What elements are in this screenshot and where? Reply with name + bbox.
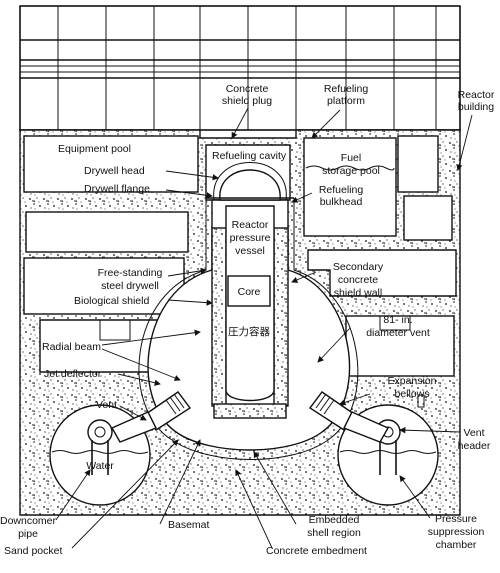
svg-text:Expansion: Expansion <box>387 375 436 387</box>
label-sand-pocket: Sand pocket <box>4 545 62 557</box>
roof-structure <box>19 5 461 131</box>
label-vent-header: Vent header <box>458 427 491 452</box>
label-secondary-shield-wall: Secondary concrete shield wall <box>333 261 384 299</box>
svg-text:Downcomer: Downcomer <box>0 515 57 527</box>
drywell-head <box>206 162 294 201</box>
label-pressure-suppression-chamber: Pressure suppression chamber <box>428 513 485 551</box>
svg-text:Embedded: Embedded <box>309 514 360 526</box>
pedestal <box>213 403 287 419</box>
label-fuel-storage-pool: Fuel storage pool <box>322 152 380 177</box>
svg-text:Refueling: Refueling <box>319 184 364 196</box>
label-concrete-embedment: Concrete embedment <box>266 545 367 557</box>
svg-text:pipe: pipe <box>18 528 38 540</box>
label-drywell-head: Drywell head <box>84 165 145 177</box>
svg-text:bulkhead: bulkhead <box>320 196 363 208</box>
svg-text:shell region: shell region <box>307 527 361 539</box>
fuel-storage-pool <box>303 137 397 237</box>
svg-text:shield wall: shield wall <box>334 287 382 299</box>
label-downcomer-pipe: Downcomer pipe <box>0 515 57 540</box>
equipment-pool <box>23 135 199 193</box>
svg-text:Secondary: Secondary <box>333 261 384 273</box>
label-refueling-cavity: Refueling cavity <box>212 150 287 162</box>
svg-text:Vent: Vent <box>463 427 484 439</box>
right-rooms <box>307 249 457 377</box>
svg-text:Reactor: Reactor <box>458 89 495 101</box>
svg-text:chamber: chamber <box>436 539 477 551</box>
label-refueling-bulkhead: Refueling bulkhead <box>319 184 364 208</box>
svg-text:Refueling: Refueling <box>324 83 369 95</box>
label-embedded-shell-region: Embedded shell region <box>307 514 361 539</box>
label-pressure-vessel-jp: 圧力容器 <box>228 325 270 338</box>
label-water: Water <box>86 460 114 472</box>
svg-text:concrete: concrete <box>338 274 378 286</box>
svg-text:bellows: bellows <box>394 388 429 400</box>
label-reactor-building: Reactor building <box>458 89 495 113</box>
svg-text:header: header <box>458 440 491 452</box>
svg-text:storage pool: storage pool <box>322 165 380 177</box>
label-refueling-platform: Refueling platform <box>324 83 369 107</box>
svg-text:vessel: vessel <box>235 245 265 257</box>
label-biological-shield: Biological shield <box>74 295 149 307</box>
svg-text:Reactor: Reactor <box>232 219 269 231</box>
svg-text:Free-standing: Free-standing <box>98 267 163 279</box>
core-box <box>227 275 271 307</box>
svg-text:shield plug: shield plug <box>222 95 272 107</box>
svg-text:Pressure: Pressure <box>435 513 477 525</box>
label-81-in-vent: 81- in. diameter vent <box>366 314 430 339</box>
label-vent: Vent <box>96 399 117 411</box>
leader-lines <box>55 107 473 549</box>
label-jet-deflector: Jet deflector <box>44 368 102 380</box>
label-concrete-shield-plug: Concrete shield plug <box>222 83 272 107</box>
biological-shield <box>211 227 289 407</box>
svg-text:pressure: pressure <box>230 232 271 244</box>
svg-text:Fuel: Fuel <box>341 152 361 164</box>
label-radial-beam: Radial beam <box>42 341 101 353</box>
svg-text:building: building <box>458 101 494 113</box>
svg-text:steel drywell: steel drywell <box>101 280 159 292</box>
svg-text:81- in.: 81- in. <box>383 314 412 326</box>
right-roof-vent <box>417 394 425 408</box>
label-expansion-bellows: Expansion bellows <box>387 375 436 400</box>
reactor-pressure-vessel <box>225 205 275 402</box>
label-free-standing-drywell: Free-standing steel drywell <box>98 267 163 292</box>
label-drywell-flange: Drywell flange <box>84 183 150 195</box>
label-equipment-pool: Equipment pool <box>58 143 131 155</box>
label-reactor-pressure-vessel: Reactor pressure vessel <box>230 219 271 257</box>
upper-right-rooms <box>397 135 453 241</box>
svg-text:Concrete: Concrete <box>226 83 269 95</box>
svg-text:suppression: suppression <box>428 526 485 538</box>
label-core: Core <box>238 286 261 298</box>
svg-text:platform: platform <box>327 95 365 107</box>
label-basemat: Basemat <box>168 519 210 531</box>
svg-text:diameter vent: diameter vent <box>366 327 430 339</box>
